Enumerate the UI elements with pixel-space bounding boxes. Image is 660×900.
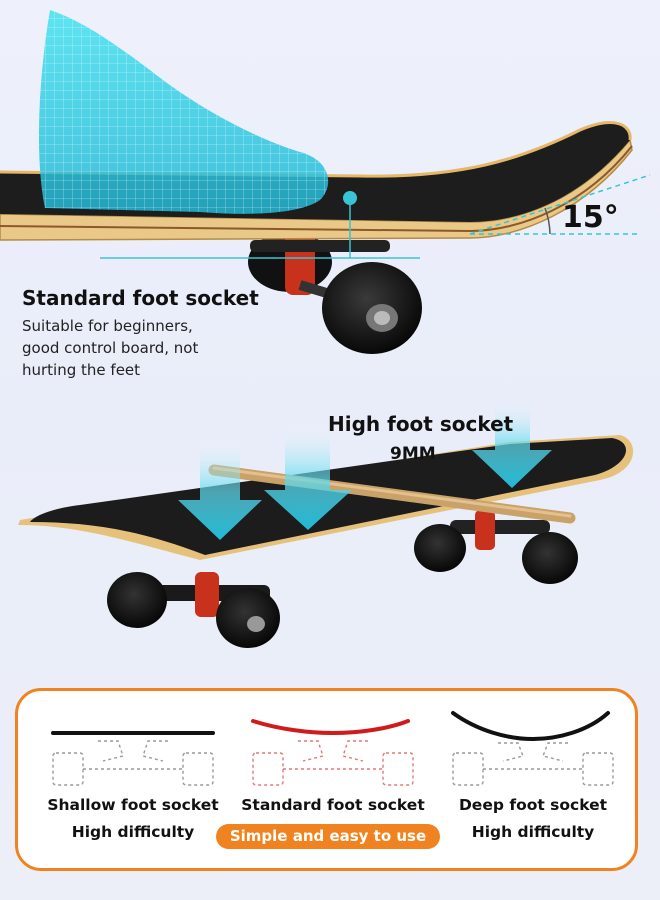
deep-socket-item: Deep foot socket High difficulty [448, 691, 648, 874]
shallow-socket-title: Shallow foot socket [47, 796, 219, 814]
shallow-socket-item: Shallow foot socket High difficulty [47, 691, 248, 874]
standard-socket-title: Standard foot socket [22, 286, 259, 310]
high-socket-title: High foot socket [328, 412, 514, 436]
foot-mesh-icon [38, 10, 329, 214]
front-truck [107, 572, 280, 648]
down-arrow-icon [472, 400, 552, 488]
skateboard-top-illustration [18, 400, 634, 648]
deep-socket-subtitle: High difficulty [471, 823, 595, 841]
socket-comparison-panel: Shallow foot socket High difficulty Stan… [15, 688, 638, 871]
standard-board-diagram [251, 719, 414, 786]
socket-depth-label: 9MM [390, 444, 436, 464]
angle-guides [100, 174, 651, 259]
wheel [322, 262, 422, 354]
angle-label: 15° [562, 200, 619, 235]
shallow-socket-subtitle: High difficulty [71, 823, 195, 841]
shallow-board-diagram [51, 731, 215, 786]
back-truck [414, 510, 578, 584]
deep-socket-title: Deep foot socket [458, 796, 608, 814]
high-socket-scene: High foot socket 9MM [0, 380, 660, 680]
deep-board-diagram [451, 711, 614, 786]
measure-stick [208, 464, 576, 524]
standard-socket-scene: 15° Standard foot socket Suitable for be… [0, 0, 660, 400]
standard-socket-title: Standard foot socket [241, 796, 425, 814]
standard-socket-item: Standard foot socket Simple and easy to … [216, 691, 448, 874]
marker-dot [343, 191, 357, 205]
recommended-badge: Simple and easy to use [216, 824, 440, 849]
standard-socket-description: Suitable for beginners, good control boa… [22, 317, 199, 379]
skateboard-side-illustration [0, 10, 651, 354]
down-arrow-icon [264, 425, 352, 530]
down-arrow-icon [178, 440, 262, 540]
